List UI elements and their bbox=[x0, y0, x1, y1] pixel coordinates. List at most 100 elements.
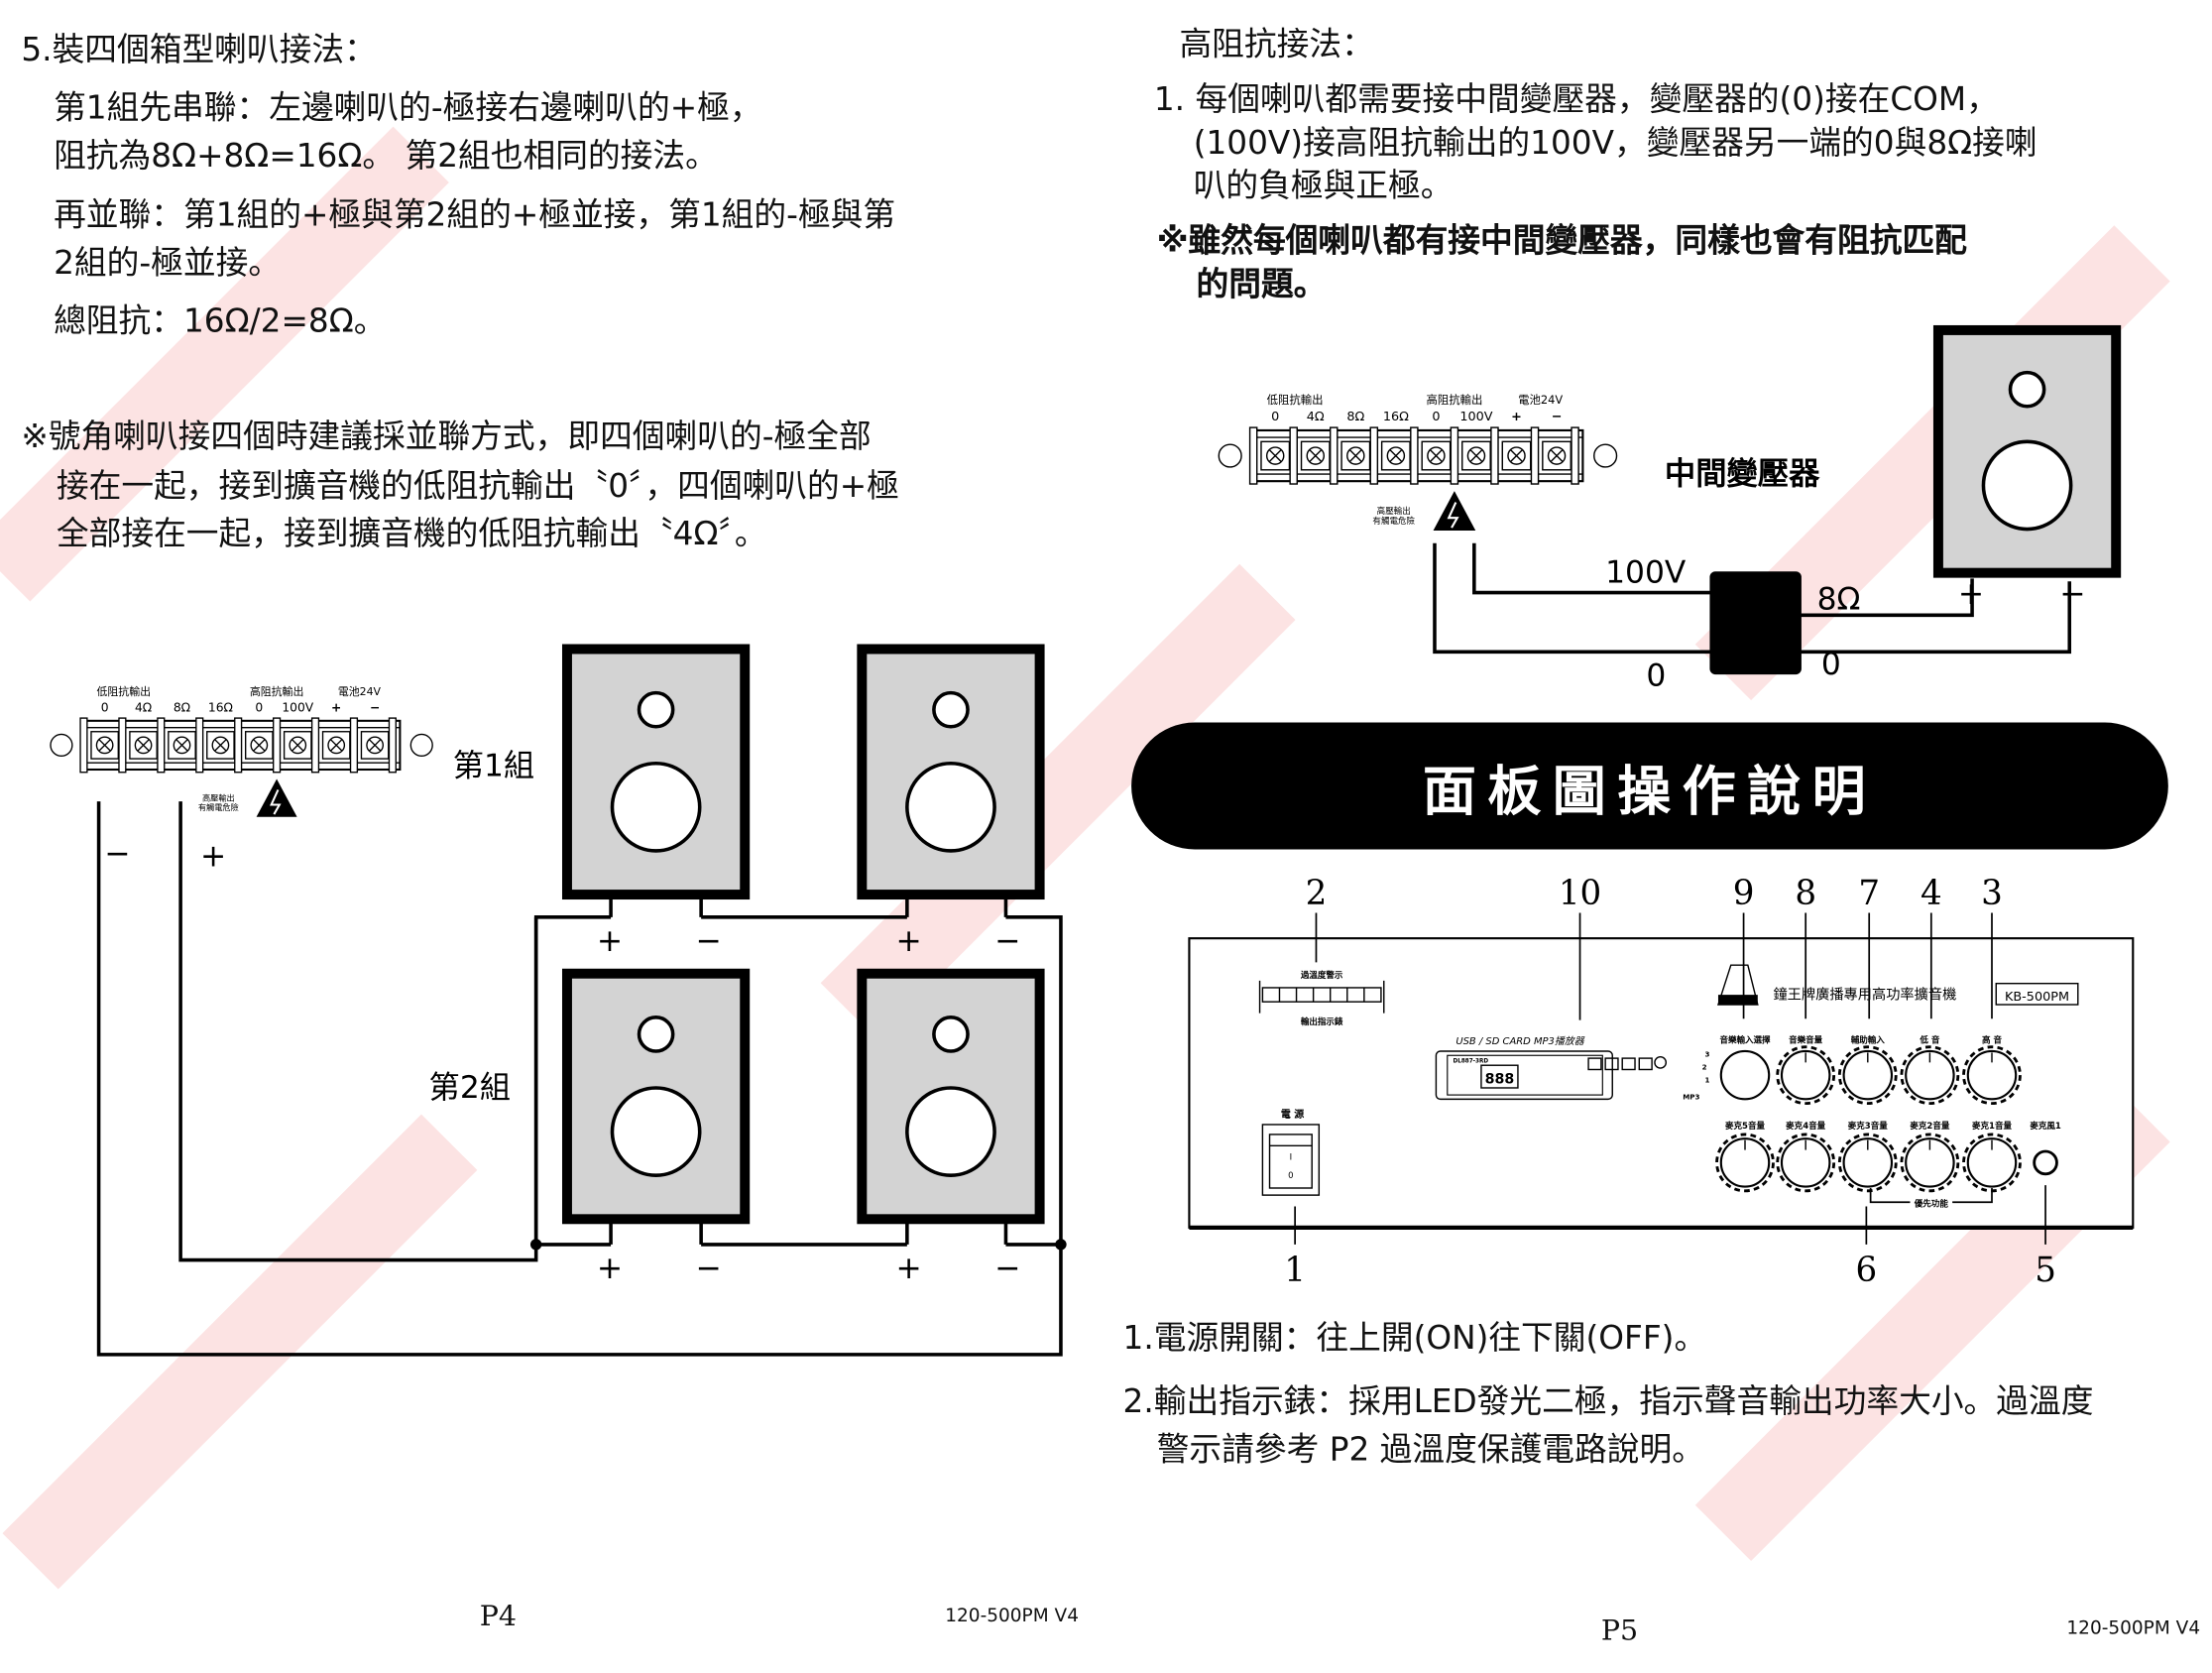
terminal-divider bbox=[79, 717, 88, 774]
low-impedance-label: 低阻抗輸出 bbox=[96, 684, 151, 698]
power-label: 電 源 bbox=[1281, 1108, 1304, 1121]
low-impedance-label: 低阻抗輸出 bbox=[1267, 393, 1324, 407]
terminal-divider bbox=[1289, 426, 1298, 485]
knob bbox=[1905, 1049, 1955, 1101]
doc-code: 120-500PM V4 bbox=[2066, 1617, 2201, 1640]
terminal-tap-label: 8Ω bbox=[174, 700, 190, 714]
speaker bbox=[561, 644, 751, 900]
plus-label: + bbox=[1958, 576, 1984, 612]
text-line: 第1組先串聯：左邊喇叭的-極接右邊喇叭的+極， bbox=[54, 90, 762, 128]
knob-scale bbox=[1837, 1133, 1898, 1193]
screw-icon bbox=[211, 736, 230, 755]
knob-scale bbox=[1962, 1045, 2022, 1106]
mic-jack bbox=[2033, 1149, 2058, 1176]
terminal-tap-label: 16Ω bbox=[208, 700, 233, 714]
overtemp-label: 過溫度警示 bbox=[1300, 970, 1343, 981]
knob bbox=[1905, 1137, 1955, 1188]
terminal-divider bbox=[1369, 426, 1379, 485]
speaker bbox=[1932, 324, 2122, 578]
wire-label-0: 0 bbox=[1821, 647, 1841, 682]
knob bbox=[1842, 1049, 1894, 1101]
note-line: ※號角喇叭接四個時建議採並聯方式，即四個喇叭的-極全部 bbox=[21, 418, 872, 456]
knob-label: 麥克5音量 bbox=[1724, 1121, 1765, 1132]
screw-slot bbox=[1550, 449, 1564, 462]
screw-icon bbox=[134, 736, 153, 755]
mic-jack-label: 麥克風1 bbox=[2029, 1121, 2061, 1132]
knob-label: 高 音 bbox=[1982, 1034, 2002, 1045]
terminal-divider bbox=[1530, 426, 1540, 485]
page-number: P4 bbox=[479, 1599, 518, 1633]
knob-scale bbox=[1900, 1045, 1960, 1106]
terminal-tap-label: − bbox=[1552, 410, 1563, 424]
terminal-tap-label: 8Ω bbox=[1346, 410, 1364, 424]
knob-label: 低 音 bbox=[1919, 1034, 1939, 1045]
text-line: 再並聯：第1組的+極與第2組的+極並接，第1組的-極與第 bbox=[54, 197, 896, 235]
terminal-divider bbox=[1329, 426, 1339, 485]
mp3-player bbox=[1435, 1050, 1668, 1101]
minus-label: − bbox=[2059, 576, 2085, 612]
screw-slot bbox=[1309, 449, 1322, 462]
output-meter bbox=[1258, 980, 1385, 1014]
knob-scale bbox=[1776, 1133, 1836, 1193]
speaker bbox=[857, 644, 1045, 900]
power-switch[interactable] bbox=[1261, 1124, 1321, 1196]
screw-slot bbox=[1469, 449, 1483, 462]
terminal-divider bbox=[1450, 426, 1459, 485]
warning-text: 高壓輸出 bbox=[202, 792, 235, 802]
battery-label: 電池24V bbox=[1518, 393, 1563, 407]
knob-label: 音樂音量 bbox=[1789, 1034, 1823, 1045]
group2-label: 第2組 bbox=[429, 1070, 512, 1106]
selector-mark: MP3 bbox=[1683, 1092, 1699, 1101]
priority-label: 優先功能 bbox=[1914, 1198, 1949, 1209]
model-number: KB-500PM bbox=[2005, 990, 2069, 1005]
minus-label: − bbox=[695, 1251, 721, 1286]
callout-number: 2 bbox=[1306, 874, 1328, 913]
terminal-divider bbox=[234, 717, 243, 774]
knob-scale bbox=[1837, 1045, 1898, 1106]
mount-screw-icon bbox=[50, 733, 73, 758]
text-line: (100V)接高阻抗輸出的100V，變壓器另一端的0與8Ω接喇 bbox=[1193, 125, 2037, 163]
plus-label: + bbox=[597, 1251, 623, 1286]
screw-slot bbox=[214, 739, 227, 752]
high-impedance-label: 高阻抗輸出 bbox=[1426, 393, 1482, 407]
high-voltage-warning-icon bbox=[1433, 491, 1476, 531]
note-line: ※雖然每個喇叭都有接中間變壓器，同樣也會有阻抗匹配 bbox=[1156, 222, 1967, 260]
item-line: 2.輸出指示錶：採用LED發光二極，指示聲音輸出功率大小。過溫度 bbox=[1122, 1383, 2094, 1421]
terminal-divider bbox=[388, 717, 397, 774]
screw-icon bbox=[1306, 446, 1326, 465]
screw-slot bbox=[253, 739, 266, 752]
transformer-label: 中間變壓器 bbox=[1665, 456, 1820, 492]
text-line: 1. 每個喇叭都需要接中間變壓器，變壓器的(0)接在COM， bbox=[1153, 81, 1999, 119]
knob-scale bbox=[1900, 1133, 1960, 1193]
knob-scale bbox=[1962, 1133, 2022, 1193]
model-box bbox=[1995, 982, 2079, 1006]
text-line: 總阻抗：16Ω/2=8Ω。 bbox=[54, 302, 387, 340]
mount-screw-icon bbox=[1218, 443, 1242, 468]
terminal-divider bbox=[118, 717, 127, 774]
terminal-tap-label: 0 bbox=[101, 700, 109, 714]
knob-label: 麥克1音量 bbox=[1971, 1121, 2012, 1132]
terminal-tap-label: 0 bbox=[1432, 410, 1440, 424]
knob bbox=[1966, 1049, 2018, 1101]
terminal-divider bbox=[157, 717, 166, 774]
group1-label: 第1組 bbox=[453, 749, 535, 784]
power-on-mark: I bbox=[1290, 1153, 1293, 1163]
terminal-divider bbox=[310, 717, 320, 774]
screw-icon bbox=[1466, 446, 1486, 465]
section-title: 高阻抗接法： bbox=[1179, 27, 1374, 64]
warning-text: 有觸電危險 bbox=[198, 802, 239, 812]
mp3-title: USB / SD CARD MP3播放器 bbox=[1455, 1035, 1584, 1047]
mount-screw-icon bbox=[1593, 443, 1618, 468]
knob-scale bbox=[1776, 1045, 1836, 1106]
section-title: 5.裝四個箱型喇叭接法： bbox=[21, 32, 377, 69]
power-off-mark: 0 bbox=[1288, 1171, 1293, 1181]
knob bbox=[1966, 1137, 2018, 1188]
terminal-tap-label: 100V bbox=[1459, 410, 1492, 424]
terminal-tap-label: + bbox=[1511, 410, 1522, 424]
knob-label: 音樂輸入選擇 bbox=[1719, 1034, 1771, 1045]
transformer bbox=[1709, 571, 1802, 675]
page-number: P5 bbox=[1600, 1613, 1639, 1647]
output-indicator-label: 輸出指示錶 bbox=[1301, 1016, 1343, 1027]
screw-icon bbox=[173, 736, 191, 755]
